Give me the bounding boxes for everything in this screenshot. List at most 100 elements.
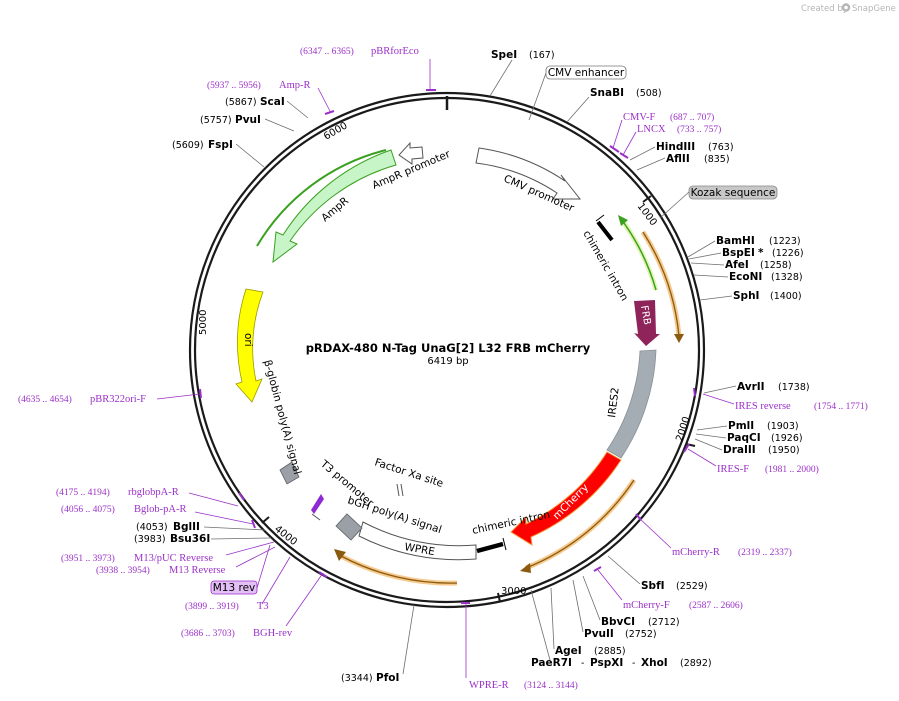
bgh-polya-feature[interactable] [335, 513, 363, 541]
svg-text:(1981 .. 2000): (1981 .. 2000) [765, 464, 819, 475]
enzyme-avrii[interactable]: AvrII [737, 381, 765, 393]
ori-label: ori [242, 333, 254, 347]
wpre-feature[interactable] [358, 521, 477, 561]
svg-text:(2587 .. 2606): (2587 .. 2606) [689, 600, 743, 611]
kozak-leader [659, 191, 690, 219]
svg-text:(5937 .. 5956): (5937 .. 5956) [207, 80, 261, 91]
enzyme-pspxi[interactable]: PspXI [590, 657, 623, 669]
svg-text:(835): (835) [704, 154, 730, 165]
snapgene-logo [841, 3, 851, 12]
svg-text:(3938 .. 3954): (3938 .. 3954) [96, 565, 150, 576]
enzyme-agei[interactable]: AgeI [555, 645, 582, 657]
svg-text:(1400): (1400) [770, 291, 802, 302]
enzyme-paer7i[interactable]: PaeR7I [531, 657, 572, 669]
enzyme-pfoi[interactable]: PfoI [376, 672, 399, 684]
cmv-enhancer-box[interactable]: CMV enhancer [545, 65, 627, 80]
primer-rbglobpa-r[interactable]: rbglobpA-R [128, 487, 179, 498]
svg-text:(6347 .. 6365): (6347 .. 6365) [300, 46, 354, 57]
primer-mcherry-f[interactable]: mCherry-F [623, 600, 670, 611]
svg-text:(508): (508) [636, 88, 662, 99]
tick-5000: 5000 [198, 310, 209, 335]
svg-text:(5867): (5867) [225, 97, 257, 108]
svg-text:2000: 2000 [674, 415, 692, 443]
enzyme-pvuii[interactable]: PvuII [584, 628, 614, 640]
primer-wpre-r[interactable]: WPRE-R [469, 680, 509, 691]
chimeric-intron-2-feature[interactable] [476, 537, 507, 554]
svg-text:(1754 .. 1771): (1754 .. 1771) [814, 401, 868, 412]
ires2-label: IRES2 [606, 387, 622, 419]
ires2-feature[interactable] [606, 349, 657, 459]
enzyme-sphi[interactable]: SphI [733, 290, 759, 302]
enzyme-hindiii[interactable]: HindIII [656, 141, 695, 153]
svg-text:(2712): (2712) [648, 617, 680, 628]
kozak-sequence-box[interactable]: Kozak sequence [688, 185, 778, 200]
enzyme-snabi[interactable]: SnaBI [590, 87, 624, 99]
enzyme-bspei[interactable]: BspEI [722, 247, 755, 259]
wpre-label: WPRE [403, 541, 435, 558]
enzyme-bamhi[interactable]: BamHI [716, 235, 755, 247]
backbone-outer-ring [188, 91, 706, 609]
svg-text:-: - [581, 658, 584, 669]
enzyme-pmli[interactable]: PmlI [728, 420, 754, 432]
tick-3000: 3000 [497, 586, 526, 603]
chimeric-intron-1-feature[interactable] [595, 214, 614, 242]
t3-promoter-arrow[interactable] [311, 494, 324, 514]
enzyme-bbvci[interactable]: BbvCI [601, 616, 635, 628]
primer-bglob-pa-r[interactable]: Bglob-pA-R [134, 504, 187, 515]
ampr-promoter-arrow[interactable] [398, 141, 424, 165]
enzyme-draiii[interactable]: DraIII [723, 444, 756, 456]
svg-text:(1258): (1258) [760, 260, 792, 271]
enzyme-pvui[interactable]: PvuI [235, 114, 261, 126]
svg-text:-: - [632, 658, 635, 669]
svg-text:(3344): (3344) [341, 673, 373, 684]
primer-t3[interactable]: T3 [257, 601, 269, 612]
frb-arrow[interactable] [634, 300, 660, 346]
svg-text:(687 .. 707): (687 .. 707) [670, 112, 714, 123]
enzyme-bsu36i[interactable]: Bsu36I [170, 533, 210, 545]
primer-bgh-rev[interactable]: BGH-rev [253, 628, 293, 639]
created-by-label: Created by [801, 4, 848, 14]
primer-pbr322ori-f[interactable]: pBR322ori-F [90, 394, 146, 405]
svg-text:(3983): (3983) [134, 534, 166, 545]
enzyme-bglii[interactable]: BglII [173, 521, 200, 533]
enzyme-aflii[interactable]: AflII [666, 153, 690, 165]
mcherry-arrow[interactable] [510, 451, 622, 546]
ori-arrow[interactable] [235, 288, 264, 403]
svg-text:(1328): (1328) [771, 272, 803, 283]
cmv-promoter-arrow[interactable] [475, 147, 582, 200]
enzyme-afei[interactable]: AfeI [725, 259, 749, 271]
svg-text:5000: 5000 [198, 310, 209, 335]
svg-text:(2319 .. 2337): (2319 .. 2337) [738, 547, 792, 558]
m13-rev-box[interactable]: M13 rev [210, 580, 258, 595]
enzyme-spei[interactable]: SpeI [491, 49, 517, 61]
primer-pbrforeco[interactable]: pBRforEco [371, 46, 419, 57]
primer-ires-f[interactable]: IRES-F [717, 464, 749, 475]
ampr-arrow[interactable] [272, 149, 397, 264]
svg-text:(3951 .. 3973): (3951 .. 3973) [61, 553, 115, 564]
svg-text:M13 rev: M13 rev [213, 582, 256, 594]
svg-text:(3899 .. 3919): (3899 .. 3919) [185, 601, 239, 612]
primer-amp-r[interactable]: Amp-R [279, 80, 311, 91]
primer-ires-reverse[interactable]: IRES reverse [735, 401, 791, 412]
svg-text:(2885): (2885) [594, 646, 626, 657]
primer-cmv-f[interactable]: CMV-F [623, 112, 655, 123]
primer-mcherry-r[interactable]: mCherry-R [672, 547, 720, 558]
orf-highlight-3 [339, 553, 458, 586]
enzyme-scai[interactable]: ScaI [260, 96, 285, 108]
factor-xa-site[interactable] [396, 483, 404, 497]
unag-arrow[interactable] [621, 221, 659, 291]
enzyme-paqci[interactable]: PaqCI [727, 432, 761, 444]
primer-m13-puc-reverse[interactable]: M13/pUC Reverse [134, 553, 213, 564]
bglobin-polya-feature[interactable] [279, 461, 300, 485]
enzyme-fspi[interactable]: FspI [208, 139, 233, 151]
primer-m13-reverse[interactable]: M13 Reverse [169, 565, 226, 576]
m13-rev-leader [256, 544, 271, 589]
cmv-enhancer-leader [528, 72, 547, 121]
enzyme-econi[interactable]: EcoNI [729, 271, 762, 283]
enzyme-sbfi[interactable]: SbfI [641, 580, 665, 592]
svg-text:(1950): (1950) [768, 445, 800, 456]
svg-text:(2752): (2752) [625, 629, 657, 640]
enzyme-xhoi[interactable]: XhoI [641, 657, 668, 669]
snapgene-brand: SnapGene [852, 4, 896, 14]
primer-lncx[interactable]: LNCX [637, 124, 666, 135]
